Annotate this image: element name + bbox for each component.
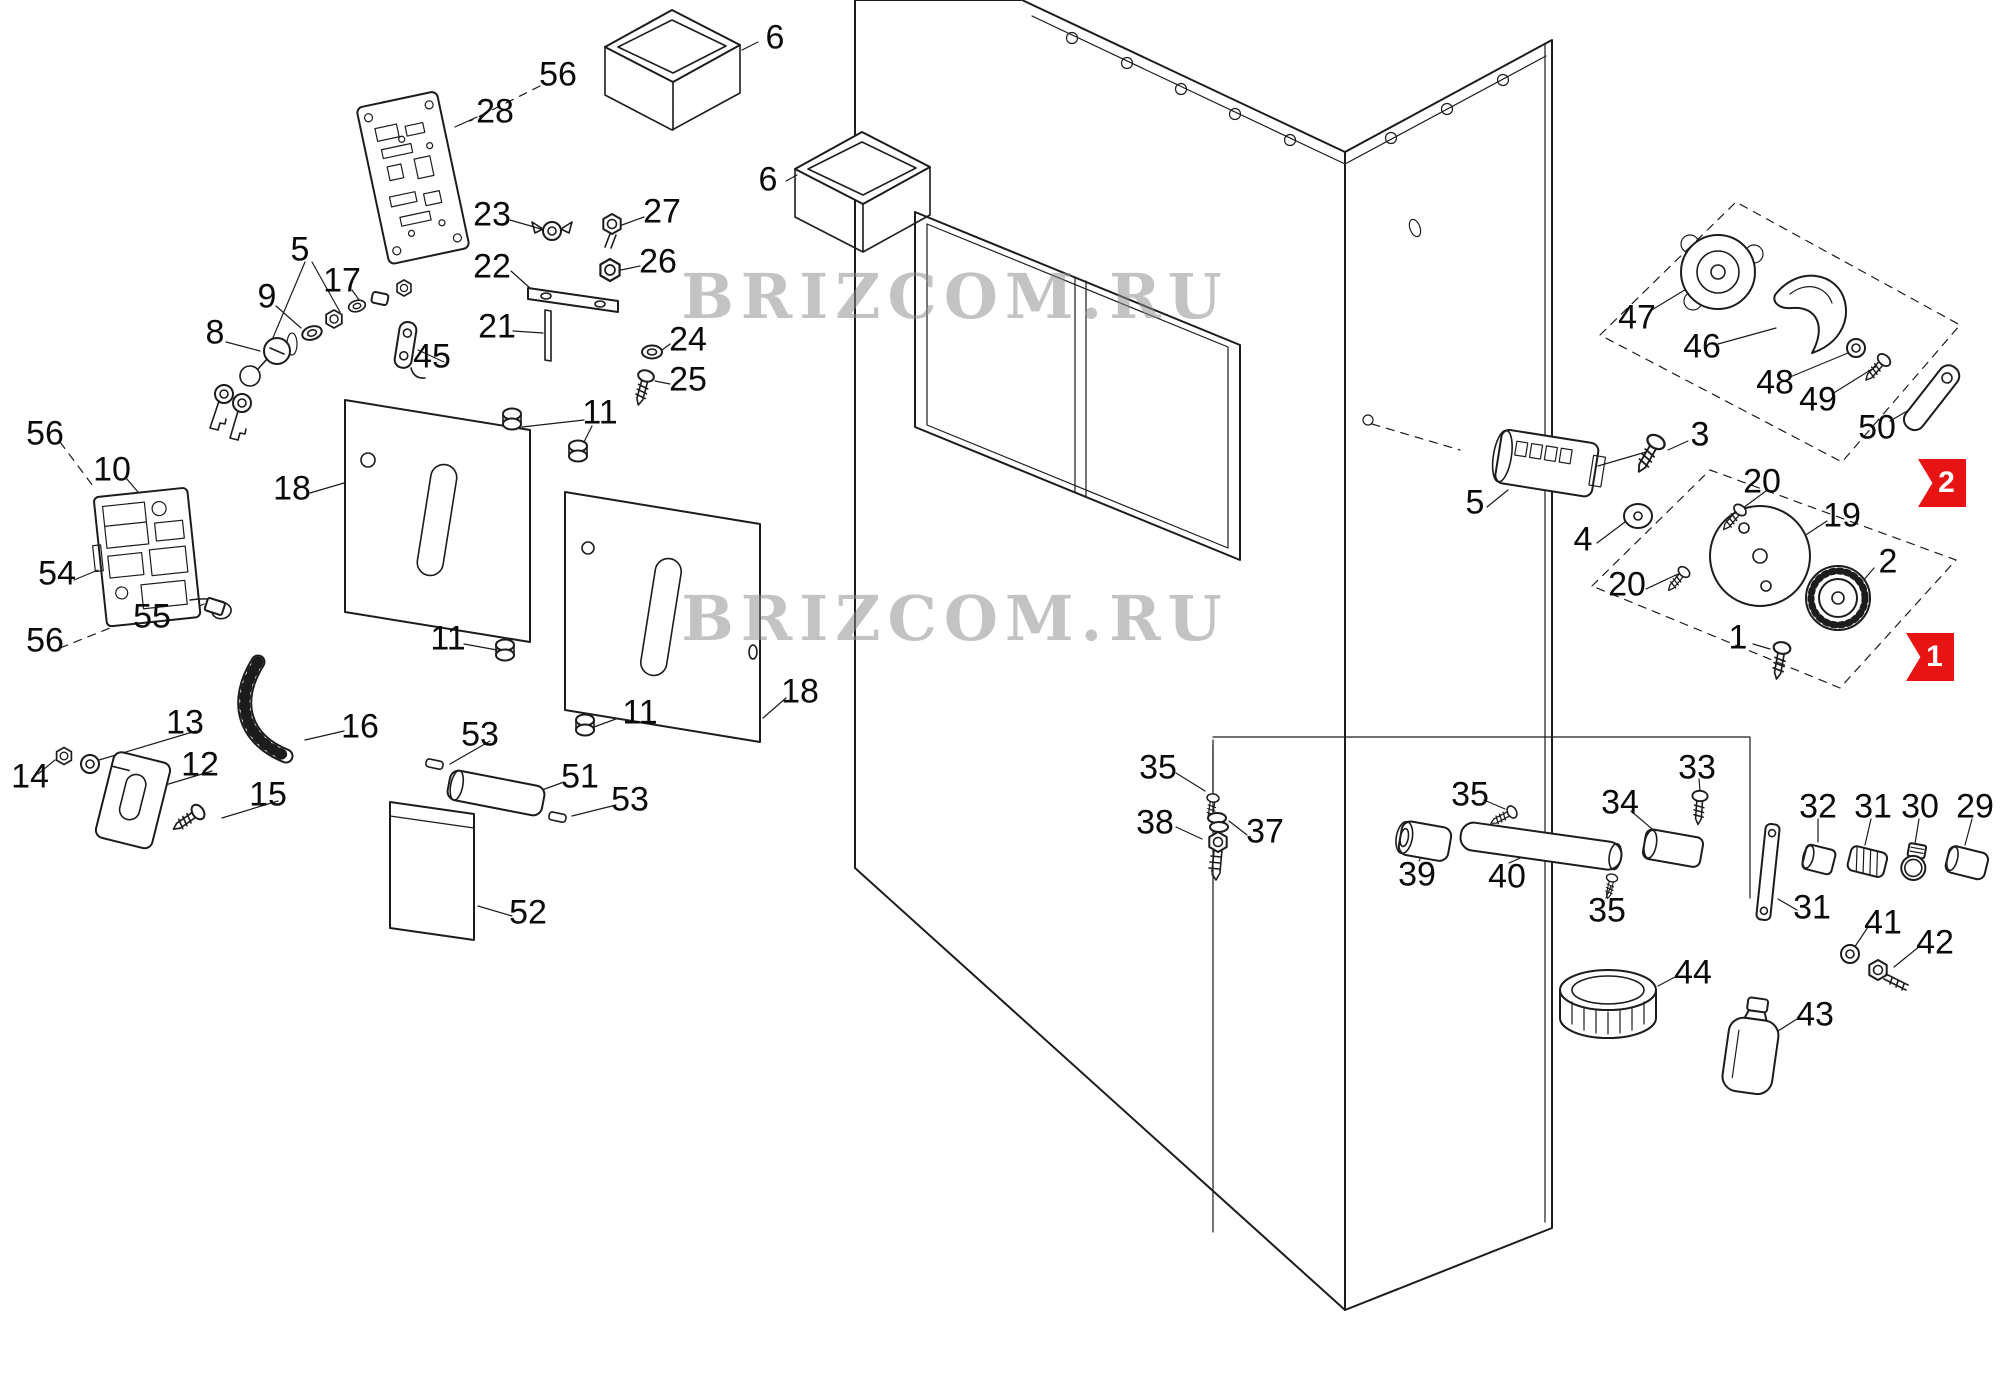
part-label-9-10: 9 <box>257 277 277 316</box>
part-label-30-56: 30 <box>1901 787 1939 826</box>
part-label-26-7: 26 <box>639 242 677 281</box>
strap-16 <box>237 654 294 764</box>
part-label-31-55: 31 <box>1854 787 1892 826</box>
part-label-18-19: 18 <box>273 469 311 508</box>
part-label-53-33: 53 <box>611 780 649 819</box>
part-label-29-57: 29 <box>1956 787 1994 826</box>
part-label-25-15: 25 <box>669 360 707 399</box>
part-label-56-1: 56 <box>539 55 577 94</box>
lock-assembly <box>209 279 426 441</box>
part-label-11-26: 11 <box>622 693 658 732</box>
step-badge-1: 1 <box>1906 633 1954 681</box>
part-label-35-48: 35 <box>1139 748 1177 787</box>
part-label-16-25: 16 <box>341 707 379 746</box>
part-label-27-5: 27 <box>643 192 681 231</box>
part-label-19-44: 19 <box>1823 496 1861 535</box>
part-label-54-20: 54 <box>38 554 76 593</box>
part-label-3-35: 3 <box>1690 415 1710 454</box>
part-label-21-11: 21 <box>478 307 516 346</box>
bracket-parts-12-15 <box>55 746 209 850</box>
part-label-52-34: 52 <box>509 893 547 932</box>
part-label-11-23: 11 <box>430 619 466 658</box>
part-label-38-49: 38 <box>1136 803 1174 842</box>
part-label-22-6: 22 <box>473 247 511 286</box>
part-label-11-16: 11 <box>582 393 618 432</box>
part-label-35-52: 35 <box>1451 775 1489 814</box>
part-label-51-32: 51 <box>561 757 599 796</box>
plate-52 <box>389 801 475 941</box>
part-label-44-64: 44 <box>1674 953 1712 992</box>
part-label-56-22: 56 <box>26 621 64 660</box>
part-label-4-37: 4 <box>1573 520 1593 559</box>
part-label-31-61: 31 <box>1793 888 1831 927</box>
meter-group-46-50 <box>1599 201 1961 463</box>
circuit-board-28 <box>356 91 470 265</box>
counter-group <box>1491 428 1669 529</box>
box-6-top <box>604 9 741 131</box>
part-label-18-27: 18 <box>781 672 819 711</box>
part-label-24-13: 24 <box>669 320 707 359</box>
part-label-56-17: 56 <box>26 414 64 453</box>
knob-group-1-2-19-20 <box>1591 469 1957 689</box>
part-label-41-62: 41 <box>1864 903 1902 942</box>
bracket-45 <box>393 321 418 369</box>
part-label-32-54: 32 <box>1799 787 1837 826</box>
part-label-39-58: 39 <box>1398 855 1436 894</box>
containers-43-44 <box>1559 969 1780 1096</box>
cap-4 <box>1623 503 1653 529</box>
part-label-35-60: 35 <box>1588 891 1626 930</box>
roller-51 <box>425 758 567 824</box>
box-6-bottom <box>794 131 931 253</box>
part-label-46-39: 46 <box>1683 327 1721 366</box>
part-label-1-47: 1 <box>1728 618 1748 657</box>
part-label-45-14: 45 <box>413 337 451 376</box>
part-label-8-12: 8 <box>205 313 225 352</box>
part-label-20-43: 20 <box>1743 462 1781 501</box>
fastener-set-21-27 <box>527 213 663 409</box>
part-label-23-4: 23 <box>473 195 511 234</box>
part-label-40-59: 40 <box>1488 857 1526 896</box>
part-label-17-9: 17 <box>323 261 361 300</box>
part-label-20-46: 20 <box>1608 565 1646 604</box>
part-label-47-38: 47 <box>1618 298 1656 337</box>
part-label-48-40: 48 <box>1756 363 1794 402</box>
part-label-6-0: 6 <box>765 18 785 57</box>
part-label-2-45: 2 <box>1878 542 1898 581</box>
watermark: BRIZCOM.RU <box>681 582 1228 655</box>
cable-connector-55 <box>203 597 226 616</box>
screw-set-35-37-38 <box>1203 744 1229 881</box>
step-badge-2: 2 <box>1918 459 1966 507</box>
mounting-plate-18-left <box>344 399 531 643</box>
part-label-28-2: 28 <box>476 92 514 131</box>
part-label-15-31: 15 <box>249 775 287 814</box>
part-label-12-29: 12 <box>181 745 219 784</box>
part-label-6-3: 6 <box>758 160 778 199</box>
part-label-53-30: 53 <box>461 715 499 754</box>
part-label-5-8: 5 <box>290 230 310 269</box>
coin-mech-10 <box>92 487 232 628</box>
part-label-50-42: 50 <box>1858 408 1896 447</box>
hose-parts <box>1212 736 1990 991</box>
watermark: BRIZCOM.RU <box>681 260 1228 333</box>
part-label-5-36: 5 <box>1465 483 1485 522</box>
part-label-14-28: 14 <box>11 757 49 796</box>
part-label-13-24: 13 <box>166 703 204 742</box>
part-label-43-65: 43 <box>1796 995 1834 1034</box>
part-label-33-51: 33 <box>1678 748 1716 787</box>
window-openings <box>914 211 1241 561</box>
cabinet <box>854 0 1553 1311</box>
part-label-37-50: 37 <box>1246 812 1284 851</box>
part-label-49-41: 49 <box>1799 380 1837 419</box>
mounting-plate-18-right <box>564 491 761 743</box>
part-label-10-18: 10 <box>93 450 131 489</box>
part-label-55-21: 55 <box>133 597 171 636</box>
leader-lines <box>37 41 1973 1032</box>
part-label-42-63: 42 <box>1916 923 1954 962</box>
part-label-34-53: 34 <box>1601 783 1639 822</box>
